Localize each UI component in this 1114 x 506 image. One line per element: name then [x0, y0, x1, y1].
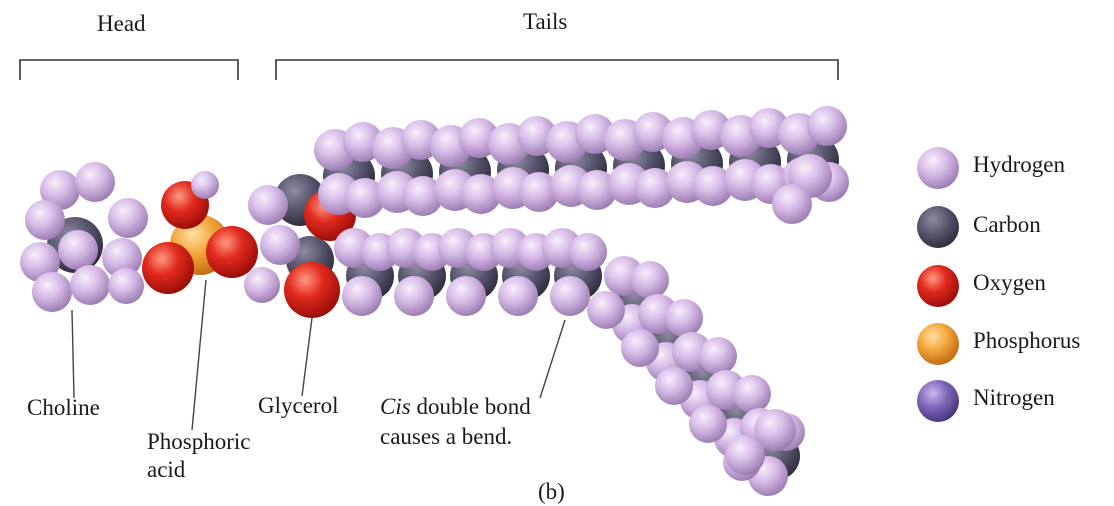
glycerol-label: Glycerol [258, 392, 338, 420]
hydrogen-atom [394, 276, 434, 316]
hydrogen-atom [550, 276, 590, 316]
hydrogen-atom [569, 233, 607, 271]
hydrogen-atom [621, 329, 659, 367]
hydrogen-atom [498, 276, 538, 316]
cis-rest: double bond [411, 394, 531, 419]
legend-carbon-label: Carbon [973, 211, 1041, 239]
phosphoric-pointer [192, 280, 206, 430]
hydrogen-atom [725, 435, 765, 475]
legend-phosphorus-label: Phosphorus [973, 327, 1080, 355]
legend [917, 147, 959, 422]
hydrogen-atom [665, 299, 703, 337]
phosphoric-acid-label: Phosphoric acid [147, 428, 251, 484]
choline-pointer [72, 310, 74, 398]
legend-carbon-sphere [917, 206, 959, 248]
phosphate-group [142, 171, 258, 294]
cis-double-bond-label: Cis double bond causes a bend. [380, 392, 531, 452]
legend-oxygen-label: Oxygen [973, 269, 1046, 297]
head-label: Head [97, 10, 146, 38]
hydrogen-atom [342, 276, 382, 316]
choline-label: Choline [27, 394, 100, 422]
legend-hydrogen-label: Hydrogen [973, 151, 1065, 179]
hydrogen-atom [772, 184, 812, 224]
cis-label-line1: Cis double bond [380, 392, 531, 422]
cis-label-line2: causes a bend. [380, 422, 531, 452]
tails-bracket [276, 60, 838, 80]
hydrogen-atom [655, 367, 693, 405]
phosphoric-acid-label-line2: acid [147, 456, 251, 484]
hydrogen-atom [631, 261, 669, 299]
legend-oxygen-sphere [917, 265, 959, 307]
hydrogen-atom [689, 405, 727, 443]
legend-hydrogen-sphere [917, 147, 959, 189]
legend-phosphorus-sphere [917, 323, 959, 365]
tails-label: Tails [523, 8, 567, 36]
hydrogen-atom [587, 291, 625, 329]
cis-word: Cis [380, 394, 411, 419]
phosphoric-acid-label-line1: Phosphoric [147, 428, 251, 456]
choline-group [20, 162, 148, 312]
hydrogen-atom [733, 375, 771, 413]
head-bracket [20, 60, 238, 80]
hydrogen-atom [807, 106, 847, 146]
glycerol-pointer [302, 318, 312, 396]
hydrogen-atom [446, 276, 486, 316]
hydrogen-atom [699, 337, 737, 375]
legend-nitrogen-sphere [917, 380, 959, 422]
panel-label: (b) [538, 478, 565, 506]
cis-pointer [540, 320, 565, 398]
legend-nitrogen-label: Nitrogen [973, 384, 1055, 412]
